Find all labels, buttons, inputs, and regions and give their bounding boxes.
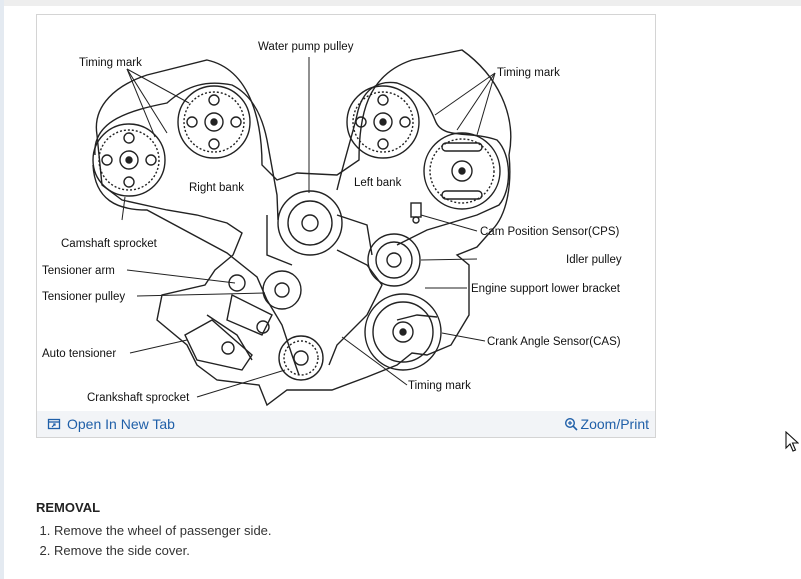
label-water-pump-pulley: Water pump pulley (258, 41, 354, 53)
label-crankshaft-sprocket: Crankshaft sprocket (87, 392, 190, 404)
removal-steps-list: Remove the wheel of passenger side. Remo… (36, 521, 272, 561)
zoom-icon (564, 417, 578, 431)
label-left-bank: Left bank (354, 177, 402, 189)
zoom-print-label: Zoom/Print (580, 416, 649, 432)
section-heading: REMOVAL (36, 500, 101, 515)
label-idler-pulley: Idler pulley (566, 254, 622, 266)
label-timing-mark-bottom: Timing mark (408, 380, 471, 392)
zoom-print-link[interactable]: Zoom/Print (564, 416, 649, 432)
timing-belt-figure: Water pump pulley Timing mark Timing mar… (36, 14, 656, 438)
tensioner-pulley-assembly (226, 270, 302, 336)
label-auto-tensioner: Auto tensioner (42, 348, 116, 360)
idler-pulley (367, 233, 421, 287)
label-cam-position-sensor: Cam Position Sensor(CPS) (480, 226, 619, 238)
mouse-pointer-icon (785, 431, 799, 452)
figure-action-bar: Open In New Tab Zoom/Print (37, 411, 655, 437)
removal-section: REMOVAL Remove the wheel of passenger si… (36, 500, 272, 561)
open-in-new-tab-label: Open In New Tab (67, 416, 175, 432)
label-right-bank: Right bank (189, 182, 244, 194)
cam-position-sensor (410, 202, 422, 224)
label-camshaft-sprocket: Camshaft sprocket (61, 238, 158, 250)
top-strip (0, 0, 801, 6)
timing-belt (92, 81, 510, 376)
left-bank-camshaft-sprocket-1 (346, 85, 420, 159)
crank-angle-sensor-disk (364, 293, 442, 371)
open-in-new-tab-icon (47, 418, 61, 430)
removal-step: Remove the side cover. (54, 541, 272, 561)
label-tensioner-arm: Tensioner arm (42, 265, 115, 277)
removal-step: Remove the wheel of passenger side. (54, 521, 272, 541)
crankshaft-sprocket (278, 335, 324, 381)
auto-tensioner (184, 319, 253, 371)
left-edge-strip (0, 0, 4, 579)
engine-block-outline (95, 49, 512, 407)
right-bank-camshaft-sprocket-2 (177, 85, 251, 159)
water-pump-pulley (277, 190, 343, 256)
open-in-new-tab-link[interactable]: Open In New Tab (47, 416, 175, 432)
timing-belt-diagram: Water pump pulley Timing mark Timing mar… (42, 41, 622, 407)
label-timing-mark-left: Timing mark (79, 57, 142, 69)
left-bank-camshaft-sprocket-2 (423, 132, 501, 210)
label-crank-angle-sensor: Crank Angle Sensor(CAS) (487, 336, 621, 348)
label-engine-support-bracket: Engine support lower bracket (471, 283, 621, 295)
label-tensioner-pulley: Tensioner pulley (42, 291, 125, 303)
leader-lines (121, 57, 496, 398)
right-bank-camshaft-sprocket-1 (92, 123, 166, 197)
label-timing-mark-right: Timing mark (497, 67, 560, 79)
